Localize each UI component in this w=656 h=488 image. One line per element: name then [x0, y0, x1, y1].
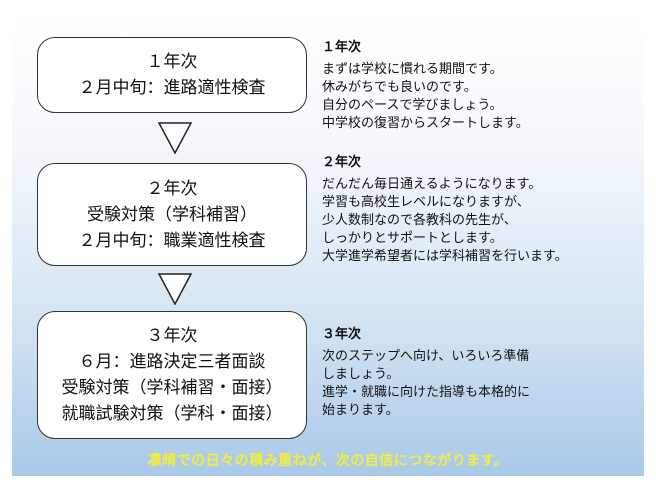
desc-line: 自分のペースで学びましょう。 [322, 98, 503, 113]
year1-heading: １年次 [322, 40, 362, 55]
down-arrow-icon [158, 273, 192, 305]
down-arrow-icon [158, 122, 192, 154]
year3-heading: ３年次 [322, 327, 362, 342]
year3-description: ３年次 次のステップへ向け、いろいろ準備 しましょう。 進学・就職に向けた指導も… [322, 326, 642, 420]
year2-box: ２年次 受験対策（学科補習） ２月中旬：職業適性検査 [37, 163, 307, 266]
year3-item: 受験対策（学科補習・面接） [61, 378, 283, 398]
desc-line: まずは学校に慣れる期間です。 [322, 62, 503, 77]
year2-item: 受験対策（学科補習） [87, 204, 257, 225]
desc-line: 始まります。 [322, 403, 399, 418]
year3-title: ３年次 [146, 326, 198, 346]
year2-event: ２月中旬：職業適性検査 [78, 230, 266, 251]
year2-description: ２年次 だんだん毎日通えるようになります。 学習も高校生レベルになりますが、 少… [322, 154, 642, 266]
footer-message: 凛晴での日々の積み重ねが、次の自信につながります。 [147, 453, 509, 469]
desc-line: 進学・就職に向けた指導も本格的に [322, 385, 531, 400]
desc-line: 大学進学希望者には学科補習を行います。 [322, 249, 568, 264]
year3-box: ３年次 ６月：進路決定三者面談 受験対策（学科補習・面接） 就職試験対策（学科・… [37, 311, 307, 439]
year1-box: １年次 ２月中旬：進路適性検査 [37, 37, 307, 113]
year1-event: ２月中旬：進路適性検査 [78, 78, 266, 98]
desc-line: 学習も高校生レベルになりますが、 [322, 195, 530, 210]
desc-line: 次のステップへ向け、いろいろ準備 [322, 349, 530, 364]
desc-line: 少人数制なので各教科の先生が、 [322, 213, 517, 228]
year1-title: １年次 [146, 52, 198, 72]
desc-line: しっかりとサポートとします。 [322, 231, 503, 246]
year3-item: 就職試験対策（学科・面接） [61, 404, 283, 424]
desc-line: だんだん毎日通えるようになります。 [322, 177, 542, 192]
year1-description: １年次 まずは学校に慣れる期間です。 休みがちでも良いのです。 自分のペースで学… [322, 39, 642, 133]
year2-heading: ２年次 [322, 155, 362, 170]
desc-line: 中学校の復習からスタートします。 [322, 116, 529, 131]
desc-line: 休みがちでも良いのです。 [322, 80, 477, 95]
desc-line: しましょう。 [322, 367, 400, 382]
year3-event: ６月：進路決定三者面談 [78, 352, 266, 372]
year2-title: ２年次 [146, 178, 198, 199]
